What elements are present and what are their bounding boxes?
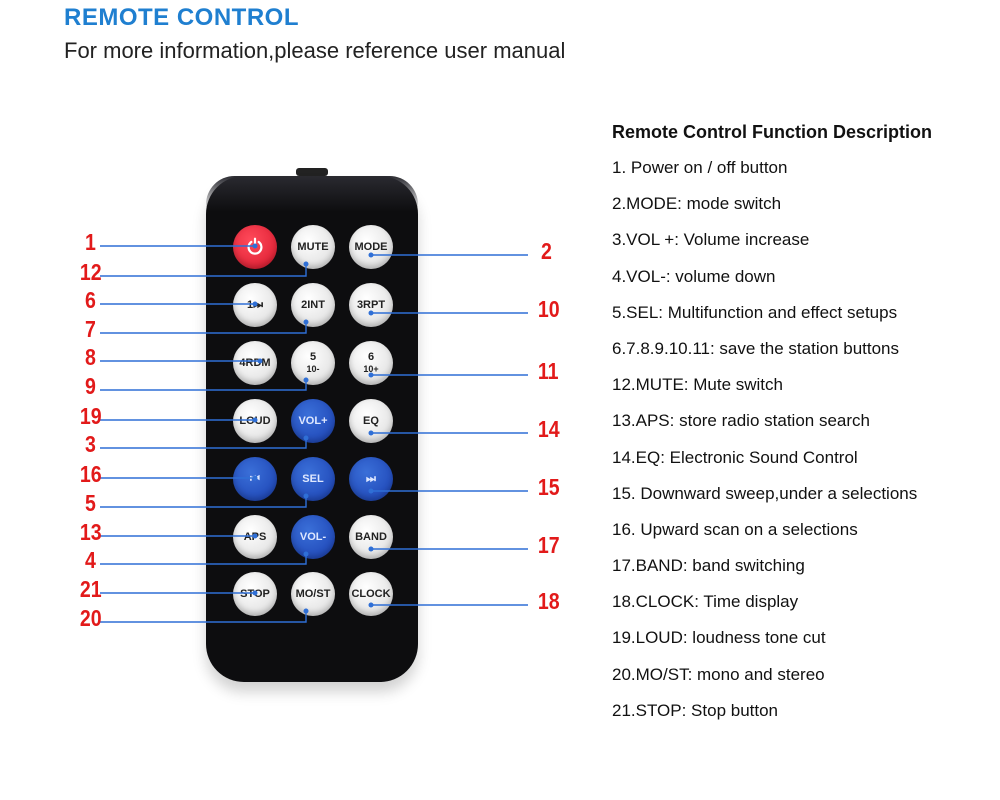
preset-5-sub-label: 10- (306, 364, 320, 374)
callout-number-9: 9 (84, 373, 96, 399)
callout-line-12 (100, 264, 307, 277)
callout-number-14: 14 (537, 416, 560, 442)
callout-number-20: 20 (79, 605, 102, 631)
preset-5-button[interactable]: 5 10- (291, 341, 335, 385)
callout-number-17: 17 (537, 532, 560, 558)
callout-number-11: 11 (537, 358, 559, 384)
description-item: 14.EQ: Electronic Sound Control (612, 447, 858, 467)
preset-6-label: 6 (367, 351, 375, 363)
callout-line-9 (100, 380, 307, 391)
callout-number-6: 6 (84, 287, 96, 313)
remote-highlight (206, 176, 418, 212)
volume-down-button[interactable]: VOL- (291, 515, 335, 559)
description-item: 1. Power on / off button (612, 158, 788, 177)
description-item: 17.BAND: band switching (612, 556, 805, 576)
preset-4-rdm-button[interactable]: 4RDM (233, 341, 277, 385)
clock-button[interactable]: CLOCK (349, 572, 393, 616)
callout-number-2: 2 (540, 238, 552, 264)
callout-number-18: 18 (537, 588, 560, 614)
description-title: Remote Control Function Description (612, 122, 933, 142)
band-button[interactable]: BAND (349, 515, 393, 559)
preset-6-button[interactable]: 6 10+ (349, 341, 393, 385)
callout-number-19: 19 (79, 403, 102, 429)
description-item: 12.MUTE: Mute switch (612, 375, 783, 395)
eq-button[interactable]: EQ (349, 399, 393, 443)
callout-line-7 (100, 322, 307, 334)
preset-3-rpt-button[interactable]: 3RPT (349, 283, 393, 327)
description-item: 6.7.8.9.10.11: save the station buttons (612, 338, 899, 358)
page-subtitle: For more information,please reference us… (64, 38, 566, 63)
callout-line-20 (100, 611, 307, 623)
callout-number-5: 5 (84, 490, 96, 516)
description-item: 13.APS: store radio station search (612, 411, 870, 431)
mono-stereo-button[interactable]: MO/ST (291, 572, 335, 616)
page-title: REMOTE CONTROL (64, 4, 299, 31)
description-item: 16. Upward scan on a selections (612, 519, 858, 539)
callout-line-3 (100, 438, 307, 449)
function-description-panel: Remote Control Function Description 1. P… (612, 120, 992, 735)
callout-number-3: 3 (84, 431, 96, 457)
mode-button[interactable]: MODE (349, 225, 393, 269)
description-item: 3.VOL +: Volume increase (612, 230, 810, 250)
callout-number-4: 4 (84, 547, 96, 573)
description-item: 20.MO/ST: mono and stereo (612, 664, 825, 684)
description-item: 5.SEL: Multifunction and effect setups (612, 302, 898, 322)
ir-emitter (296, 168, 328, 176)
callout-number-15: 15 (537, 474, 560, 500)
callout-number-1: 1 (84, 229, 96, 255)
mute-button[interactable]: MUTE (291, 225, 335, 269)
preset-2-int-button[interactable]: 2INT (291, 283, 335, 327)
callout-number-12: 12 (79, 259, 102, 285)
volume-up-button[interactable]: VOL+ (291, 399, 335, 443)
callout-number-21: 21 (79, 576, 102, 602)
description-item: 2.MODE: mode switch (612, 194, 782, 214)
description-item: 18.CLOCK: Time display (612, 592, 799, 612)
description-item: 19.LOUD: loudness tone cut (612, 628, 826, 648)
callout-line-4 (100, 554, 307, 565)
description-item: 21.STOP: Stop button (612, 700, 779, 720)
callout-number-7: 7 (84, 316, 96, 342)
callout-number-13: 13 (79, 519, 102, 545)
callout-number-8: 8 (84, 344, 96, 370)
select-button[interactable]: SEL (291, 457, 335, 501)
description-item: 4.VOL-: volume down (612, 266, 776, 286)
preset-5-label: 5 (309, 351, 317, 363)
callout-line-5 (100, 496, 307, 508)
callout-number-10: 10 (537, 296, 560, 322)
next-button[interactable]: ⏭ (349, 457, 393, 501)
callout-number-16: 16 (79, 461, 102, 487)
description-item: 15. Downward sweep,under a selections (612, 483, 918, 503)
preset-6-sub-label: 10+ (363, 364, 379, 374)
